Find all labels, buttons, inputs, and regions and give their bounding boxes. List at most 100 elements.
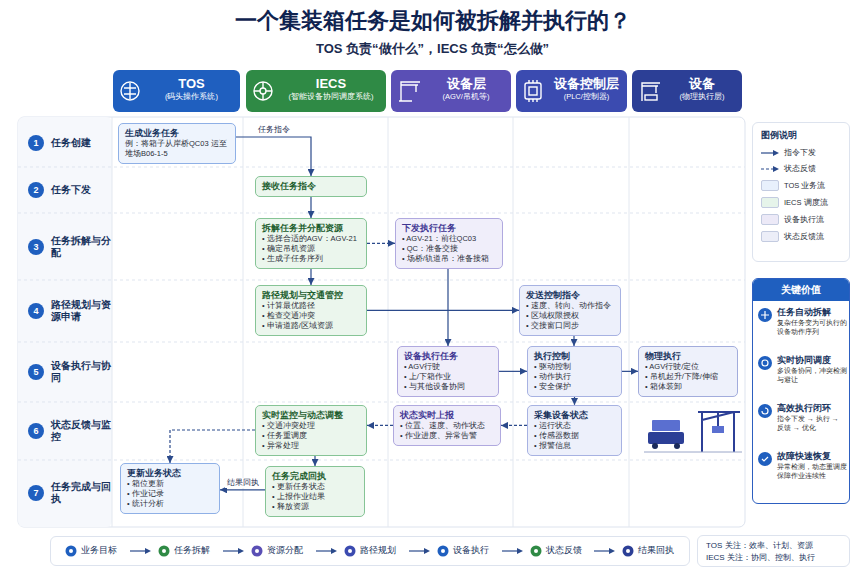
node-heading: 路径规划与交通管控 <box>262 290 361 301</box>
process-box: 下发执行任务• AGV-21：前往QC03• QC：准备交接• 场桥/轨道吊：准… <box>395 218 503 269</box>
step-name: 任务创建 <box>51 137 111 149</box>
legend-text: 指令下发 <box>784 148 816 158</box>
flow-arrowhead <box>238 548 244 554</box>
node-text: 指令下发 → 执行 → 反馈 → 优化 <box>777 414 847 432</box>
node-heading: 接收任务指令 <box>262 181 361 192</box>
legend-line-stroke <box>761 152 774 153</box>
flow-bar: 业务目标任务拆解资源分配路径规划设备执行状态反馈结果回执 <box>50 536 690 566</box>
legend-swatch <box>761 197 779 208</box>
node-heading: 采集设备状态 <box>534 410 616 421</box>
flow-icon-dot <box>252 546 263 557</box>
node-text: (物理执行层) <box>666 92 738 102</box>
flow-icon-dot <box>623 546 634 557</box>
step-label: 2任务下发 <box>20 167 112 213</box>
value-item: 任务自动拆解复杂任务变为可执行的设备动作序列 <box>757 307 847 336</box>
node-heading: IECS <box>280 76 382 92</box>
node-text: • 报警信息 <box>534 441 616 451</box>
process-box: 设备执行任务• AGV行驶• 上/下箱作业• 与其他设备协同 <box>397 346 499 397</box>
header-band <box>516 70 627 112</box>
flow-arrow <box>409 547 431 555</box>
node-heading: 设备 <box>666 76 738 92</box>
node-heading: 物理执行 <box>645 351 732 362</box>
node-heading: 高效执行闭环 <box>777 403 847 414</box>
node-text: • 释放资源 <box>272 502 359 512</box>
chip-icon <box>529 80 537 102</box>
header-band <box>391 70 511 112</box>
value-item: 高效执行闭环指令下发 → 执行 → 反馈 → 优化 <box>757 403 847 432</box>
connector <box>367 310 519 311</box>
node-heading: 设备执行任务 <box>404 351 493 362</box>
title: 一个集装箱任务是如何被拆解并执行的？ <box>0 6 865 36</box>
flow-icon-core <box>69 549 73 553</box>
lane-header: IECS(智能设备协同调度系统) <box>246 70 386 112</box>
node-heading: 任务完成回执 <box>272 471 359 482</box>
connector <box>501 425 527 426</box>
legend-text: 状态反馈 <box>784 164 816 174</box>
node-text: • AGV-21：前往QC03 <box>402 234 497 244</box>
decoration <box>758 308 772 466</box>
flow-step: 设备执行 <box>409 545 489 557</box>
node-heading: 拆解任务并分配资源 <box>262 223 361 234</box>
legend-text: IECS 调度流 <box>784 198 828 208</box>
node-text: • 箱体装卸 <box>645 382 732 392</box>
lane-divider <box>388 117 389 527</box>
flow-icon-core <box>348 549 352 553</box>
step-label: 1任务创建 <box>20 118 112 167</box>
connector <box>573 336 574 346</box>
flow-icon <box>344 545 356 557</box>
header-band <box>246 70 386 112</box>
node-text: • 上报作业结果 <box>272 492 359 502</box>
row-divider <box>18 460 745 461</box>
legend-line-stroke <box>761 168 774 169</box>
legend-swatch <box>761 214 779 225</box>
node-heading: 下发执行任务 <box>402 223 497 234</box>
node-heading: 故障快速恢复 <box>777 451 847 462</box>
row-divider <box>18 167 745 168</box>
flow-arrowhead <box>517 548 523 554</box>
flow-icon-dot <box>159 546 170 557</box>
value-icon <box>758 308 772 322</box>
step-name: 路径规划与资源申请 <box>51 299 111 323</box>
flow-arrow <box>594 547 616 555</box>
connector-label: 结果回执 <box>225 478 261 488</box>
process-box: 任务完成回执• 更新任务状态• 上报作业结果• 释放资源 <box>265 466 365 517</box>
step-name: 状态反馈与监控 <box>51 419 111 443</box>
agv-icon <box>645 95 657 100</box>
node-text: • 速度、转向、动作指令 <box>526 301 615 311</box>
row-divider <box>18 342 745 343</box>
node-heading: 关键价值 <box>753 279 849 301</box>
legend-text: 设备执行流 <box>784 215 824 225</box>
connector <box>170 430 255 463</box>
flow-step: 路径规划 <box>316 545 396 557</box>
node-text: • 箱位更新 <box>127 479 214 489</box>
flow-step-text: 业务目标 <box>81 545 117 557</box>
flow-step: 业务目标 <box>65 545 117 557</box>
value-glyph <box>762 408 768 414</box>
flow-arrowhead <box>331 548 337 554</box>
flow-step: 任务拆解 <box>130 545 210 557</box>
node-heading: TOS 关注：效率、计划、资源 <box>706 540 841 552</box>
node-text: • 交通冲突处理 <box>262 421 361 431</box>
flow-step-text: 状态反馈 <box>546 545 582 557</box>
flow-arrow-line <box>223 550 239 551</box>
process-box: 实时监控与动态调整• 交通冲突处理• 任务重调度• 异常处理 <box>255 405 367 456</box>
node-heading: 设备控制层 <box>550 76 623 92</box>
flow-icon <box>158 545 170 557</box>
ground <box>644 452 742 453</box>
brain-icon <box>121 82 139 100</box>
connector <box>447 269 448 346</box>
legend-row: TOS 业务流 <box>761 180 841 191</box>
node-text: (智能设备协同调度系统) <box>280 92 382 102</box>
node-heading: 更新业务状态 <box>127 468 214 479</box>
network-icon <box>254 82 272 100</box>
node-text: • 生成子任务序列 <box>262 254 361 264</box>
legend-swatch <box>761 231 779 242</box>
lane-divider <box>112 117 113 527</box>
focus-note: TOS 关注：效率、计划、资源IECS 关注：协同、控制、执行 <box>697 535 850 567</box>
process-box: 发送控制指令• 速度、转向、动作指令• 区域权限授权• 交接窗口同步 <box>519 285 621 336</box>
flow-arrow <box>130 547 152 555</box>
node-text: • 申请道路/区域资源 <box>262 321 361 331</box>
node-text: • 上/下箱作业 <box>404 372 493 382</box>
